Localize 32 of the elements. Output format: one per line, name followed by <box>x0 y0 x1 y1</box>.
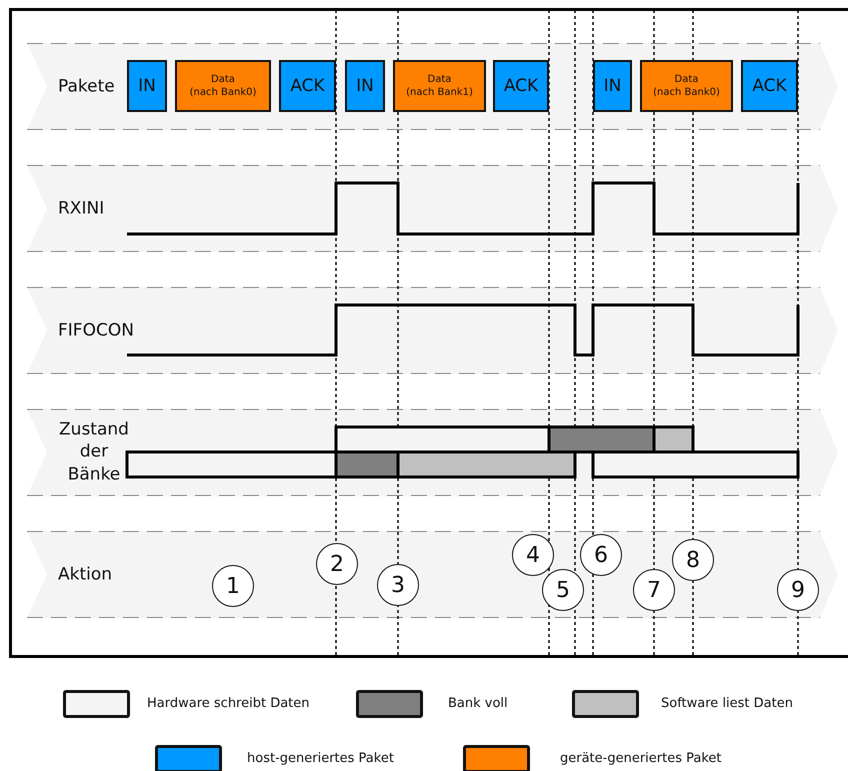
packet-box <box>593 60 632 112</box>
legend-label: host-generiertes Paket <box>247 751 394 766</box>
packet-label: Data (nach Bank1) <box>406 73 473 99</box>
lane-band <box>27 43 838 130</box>
packet-box <box>127 60 167 112</box>
packet-label: IN <box>604 74 622 98</box>
packet-label: Data (nach Bank0) <box>190 73 256 99</box>
lane-label: Zustand der Bänke <box>58 418 130 487</box>
legend-label: Software liest Daten <box>661 696 793 711</box>
packet-box <box>493 60 549 112</box>
legend-label: Hardware schreibt Daten <box>147 696 310 711</box>
lane-band <box>27 287 838 374</box>
legend-label: geräte-generiertes Paket <box>560 751 722 766</box>
packet-box <box>393 60 486 112</box>
packet-label: ACK <box>504 74 538 98</box>
lane-label: RXINI <box>58 197 104 220</box>
packet-label: IN <box>356 74 374 98</box>
legend-label: Bank voll <box>448 696 508 711</box>
lane-label: Pakete <box>58 75 115 98</box>
packet-box <box>640 60 733 112</box>
lane-label: FIFOCON <box>58 319 134 342</box>
lane-band <box>27 165 838 252</box>
packet-box <box>175 60 271 112</box>
packet-box <box>279 60 336 112</box>
packet-box <box>741 60 798 112</box>
packet-box <box>345 60 385 112</box>
lane-label: Aktion <box>58 563 112 586</box>
packet-label: ACK <box>752 74 787 98</box>
packet-label: Data (nach Bank0) <box>653 73 720 99</box>
packet-label: IN <box>138 74 156 98</box>
packet-label: ACK <box>290 74 325 98</box>
lane-band <box>27 531 838 618</box>
